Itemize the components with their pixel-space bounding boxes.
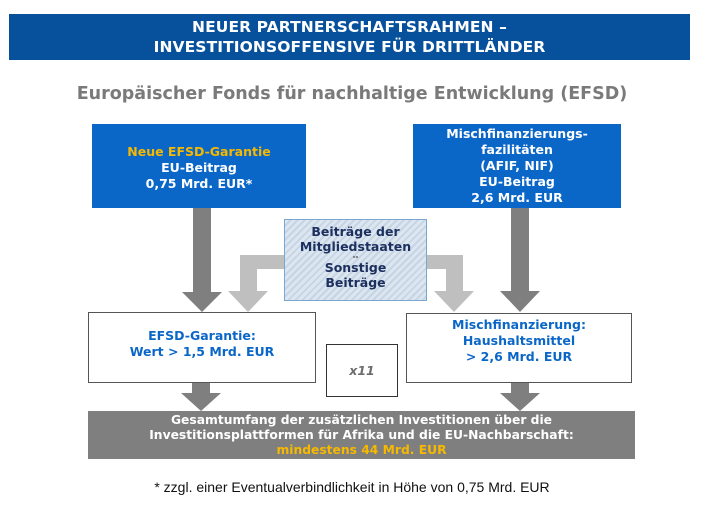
arrow-center-to-left-light bbox=[228, 255, 284, 312]
contrib-line-2: Mitgliedstaaten bbox=[299, 239, 412, 254]
blending-line-4: EU-Beitrag bbox=[479, 174, 555, 189]
contrib-separator: -- bbox=[352, 253, 359, 261]
contrib-line-1: Beiträge der bbox=[311, 224, 400, 239]
arrow-left-down-dark bbox=[182, 208, 222, 312]
blending-line-3: (AFIF, NIF) bbox=[480, 158, 554, 173]
blending-amount: 2,6 Mrd. EUR bbox=[471, 190, 563, 205]
total-line-2: Investitionsplattformen für Afrika und d… bbox=[149, 428, 574, 442]
contrib-line-3: Sonstige bbox=[324, 260, 387, 275]
efsd-guarantee-box: Neue EFSD-Garantie EU-Beitrag 0,75 Mrd. … bbox=[92, 124, 306, 208]
blending-line-2: fazilitäten bbox=[481, 142, 553, 157]
total-amount: mindestens 44 Mrd. EUR bbox=[276, 443, 447, 457]
header-line-1: NEUER PARTNERSCHAFTSRAHMEN – bbox=[192, 18, 507, 36]
guarantee-value-line-2: Wert > 1,5 Mrd. EUR bbox=[129, 344, 275, 359]
arrow-right-to-bottom-dark bbox=[500, 383, 540, 411]
header-line-2: INVESTITIONSOFFENSIVE FÜR DRITTLÄNDER bbox=[153, 38, 546, 56]
blending-budget-line-3: > 2,6 Mrd. EUR bbox=[465, 349, 573, 364]
arrow-left-to-bottom-dark bbox=[181, 383, 221, 411]
efsd-guarantee-title: Neue EFSD-Garantie bbox=[127, 144, 271, 159]
blending-budget-line-2: Haushaltsmittel bbox=[462, 333, 576, 348]
guarantee-value-line-1: EFSD-Garantie: bbox=[148, 328, 256, 343]
contrib-line-4: Beiträge bbox=[325, 275, 386, 290]
efsd-guarantee-line-2: EU-Beitrag bbox=[161, 160, 237, 175]
blending-line-1: Mischfinanzierungs- bbox=[446, 126, 588, 141]
page-header: NEUER PARTNERSCHAFTSRAHMEN – INVESTITION… bbox=[9, 14, 690, 60]
total-line-1: Gesamtumfang der zusätzlichen Investitio… bbox=[170, 413, 553, 427]
arrow-center-to-right-light bbox=[427, 255, 474, 312]
blending-budget-line-1: Mischfinanzierung: bbox=[452, 317, 586, 332]
multiplier-box: x11 bbox=[326, 344, 398, 397]
member-state-contributions-box: Beiträge der Mitgliedstaaten -- Sonstige… bbox=[284, 219, 427, 301]
footnote: * zzgl. einer Eventualverbindlichkeit in… bbox=[154, 479, 550, 495]
total-investment-bar: Gesamtumfang der zusätzlichen Investitio… bbox=[88, 411, 635, 459]
efsd-guarantee-amount: 0,75 Mrd. EUR* bbox=[145, 176, 253, 191]
efsd-guarantee-value-box: EFSD-Garantie: Wert > 1,5 Mrd. EUR bbox=[88, 312, 316, 383]
diagram-subtitle: Europäischer Fonds für nachhaltige Entwi… bbox=[76, 84, 628, 104]
blending-facilities-box: Mischfinanzierungs- fazilitäten (AFIF, N… bbox=[413, 124, 621, 208]
arrow-right-down-dark bbox=[500, 208, 540, 312]
blending-budget-box: Mischfinanzierung: Haushaltsmittel > 2,6… bbox=[406, 313, 632, 383]
